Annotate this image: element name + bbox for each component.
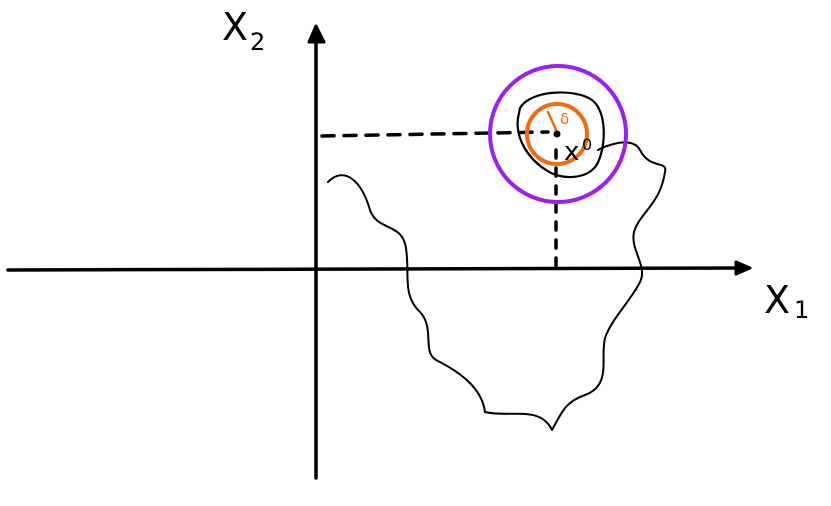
- projection-line-horizontal: [320, 130, 550, 138]
- x2-axis: [307, 24, 326, 480]
- point-label-letter: x: [564, 137, 579, 167]
- point-label-superscript: 0: [582, 135, 592, 154]
- point-x0-marker: [553, 130, 561, 138]
- delta-label: δ: [560, 110, 569, 128]
- x1-label-subscript: 1: [794, 296, 809, 324]
- x1-axis: [6, 260, 752, 276]
- x1-axis-line: [6, 266, 747, 272]
- x2-axis-label: X 2: [222, 5, 265, 56]
- point-x0-label: x 0: [564, 135, 592, 167]
- inner-contour: [516, 91, 605, 179]
- x2-axis-arrowhead: [307, 24, 326, 44]
- x2-label-subscript: 2: [250, 28, 265, 56]
- region-outline: [327, 141, 667, 431]
- x1-axis-label: X 1: [764, 278, 809, 324]
- x2-label-letter: X: [222, 5, 248, 49]
- outer-neighborhood-circle: [488, 64, 628, 204]
- delta-neighborhood-circle: [525, 102, 589, 166]
- x1-axis-arrowhead: [734, 260, 752, 276]
- delta-radius-line: [546, 110, 559, 134]
- x1-label-letter: X: [764, 278, 790, 322]
